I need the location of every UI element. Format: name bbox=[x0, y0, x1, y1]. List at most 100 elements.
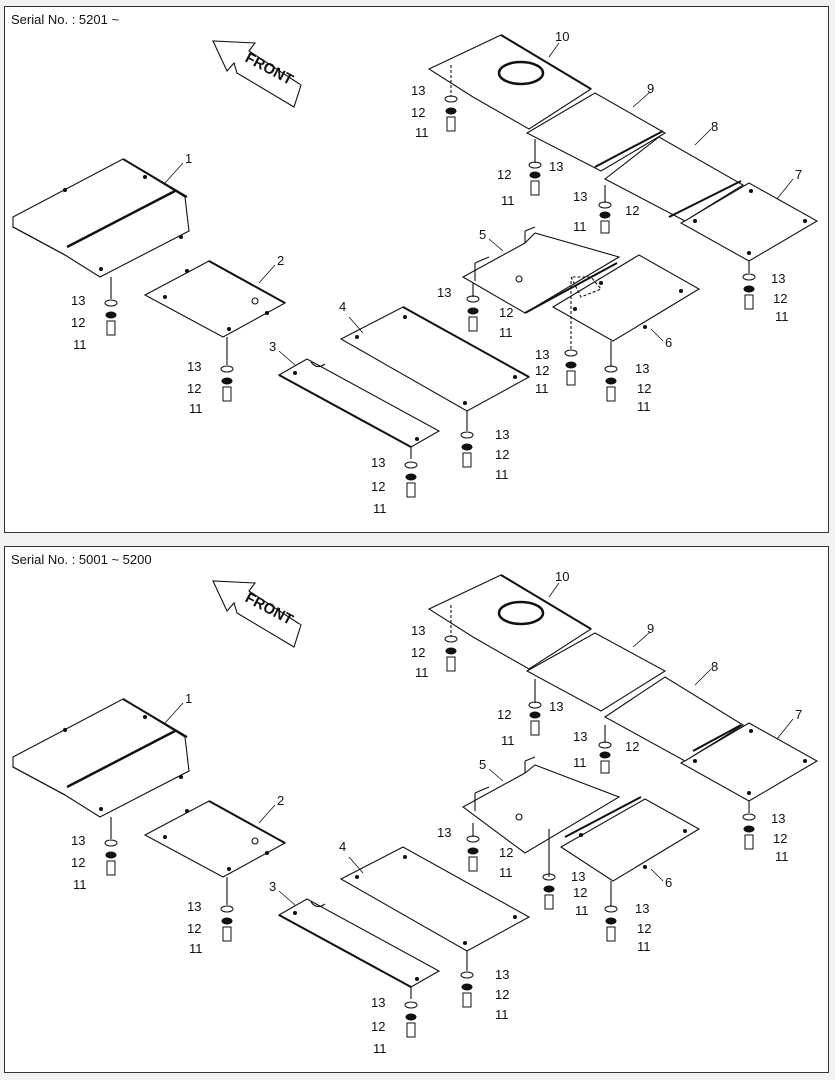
part-label-7: 7 bbox=[795, 167, 802, 182]
fastener-label-12: 12 bbox=[499, 845, 513, 860]
part-4-long-plate bbox=[339, 846, 531, 952]
fastener-label-11: 11 bbox=[495, 1007, 509, 1022]
fastener-label-11: 11 bbox=[775, 309, 789, 324]
part-10-top-plate bbox=[427, 34, 593, 130]
fastener-label-12: 12 bbox=[773, 831, 787, 846]
part-label-5: 5 bbox=[479, 757, 486, 772]
part-2-cover-plate bbox=[143, 260, 287, 338]
fastener-label-11: 11 bbox=[495, 467, 509, 482]
part-label-1: 1 bbox=[185, 691, 192, 706]
part-4-long-plate bbox=[339, 306, 531, 412]
fastener-label-12: 12 bbox=[495, 447, 509, 462]
part-label-6: 6 bbox=[665, 335, 672, 350]
fastener-label-11: 11 bbox=[573, 219, 587, 234]
part-number-labels: 1 2 3 4 5 6 7 8 9 10 bbox=[185, 29, 802, 354]
exploded-parts-diagram: FRONT bbox=[12, 29, 819, 516]
fastener-label-13: 13 bbox=[571, 869, 585, 884]
fastener-label-12: 12 bbox=[499, 305, 513, 320]
fastener-label-12: 12 bbox=[371, 1019, 385, 1034]
fastener-label-13: 13 bbox=[495, 967, 509, 982]
fastener-label-13: 13 bbox=[771, 271, 785, 286]
fastener-label-13: 13 bbox=[71, 293, 85, 308]
fastener-label-13: 13 bbox=[573, 189, 587, 204]
serial-number-label: Serial No. : 5201 ~ bbox=[11, 12, 120, 27]
part-label-9: 9 bbox=[647, 81, 654, 96]
part-label-2: 2 bbox=[277, 253, 284, 268]
fastener-label-13: 13 bbox=[535, 347, 549, 362]
fastener-label-12: 12 bbox=[411, 105, 425, 120]
fastener-label-12: 12 bbox=[573, 885, 587, 900]
fastener-label-11: 11 bbox=[373, 1041, 387, 1056]
front-arrow: FRONT bbox=[212, 40, 302, 108]
fastener-label-12: 12 bbox=[625, 203, 639, 218]
fastener-label-11: 11 bbox=[189, 941, 203, 956]
fastener-label-13: 13 bbox=[411, 623, 425, 638]
part-label-5: 5 bbox=[479, 227, 486, 242]
diagram-panel-upper: Serial No. : 5201 ~ FRONT bbox=[4, 6, 829, 533]
fastener-label-12: 12 bbox=[497, 167, 511, 182]
part-6-cover-plate bbox=[551, 254, 701, 349]
fastener-label-12: 12 bbox=[411, 645, 425, 660]
fastener-label-12: 12 bbox=[637, 381, 651, 396]
part-2-cover-plate bbox=[143, 800, 287, 878]
part-9-cover-plate bbox=[525, 92, 667, 172]
fastener-label-11: 11 bbox=[415, 125, 429, 140]
front-arrow: FRONT bbox=[212, 580, 302, 648]
fastener-label-11: 11 bbox=[499, 325, 513, 340]
serial-number-label: Serial No. : 5001 ~ 5200 bbox=[11, 552, 152, 567]
fastener-label-13: 13 bbox=[437, 825, 451, 840]
fastener-label-12: 12 bbox=[773, 291, 787, 306]
part-1-cover-plate bbox=[12, 698, 190, 818]
part-label-7: 7 bbox=[795, 707, 802, 722]
part-5-access-plate bbox=[461, 226, 621, 314]
part-6-cover-plate bbox=[548, 796, 701, 882]
part-label-2: 2 bbox=[277, 793, 284, 808]
fastener-label-11: 11 bbox=[501, 193, 515, 208]
fastener-label-12: 12 bbox=[497, 707, 511, 722]
fastener-label-11: 11 bbox=[415, 665, 429, 680]
fastener-label-11: 11 bbox=[499, 865, 513, 880]
fastener-label-11: 11 bbox=[373, 501, 387, 516]
fastener-stacks bbox=[104, 95, 756, 498]
fastener-label-12: 12 bbox=[71, 855, 85, 870]
part-number-labels: 1 2 3 4 5 6 7 8 9 10 bbox=[185, 569, 802, 894]
exploded-parts-diagram: FRONT bbox=[12, 569, 819, 1056]
part-3-strip-plate bbox=[277, 898, 441, 988]
fastener-label-13: 13 bbox=[635, 901, 649, 916]
fastener-label-11: 11 bbox=[189, 401, 203, 416]
fastener-label-13: 13 bbox=[371, 455, 385, 470]
part-7-cover-plate bbox=[679, 182, 819, 262]
part-label-8: 8 bbox=[711, 659, 718, 674]
fastener-number-labels: 13 12 11 13 12 11 13 12 11 13 12 11 13 1… bbox=[71, 83, 789, 516]
part-5-access-plate bbox=[461, 756, 621, 854]
fastener-label-13: 13 bbox=[495, 427, 509, 442]
part-7-cover-plate bbox=[679, 722, 819, 802]
part-label-3: 3 bbox=[269, 879, 276, 894]
fastener-number-labels: 13 12 11 13 12 11 13 12 11 13 12 11 13 1… bbox=[71, 623, 789, 1056]
part-1-cover-plate bbox=[12, 158, 190, 278]
fastener-label-13: 13 bbox=[635, 361, 649, 376]
fastener-label-13: 13 bbox=[549, 159, 563, 174]
fastener-label-12: 12 bbox=[187, 921, 201, 936]
diagram-panel-lower: Serial No. : 5001 ~ 5200 FRONT bbox=[4, 546, 829, 1073]
part-label-8: 8 bbox=[711, 119, 718, 134]
fastener-label-12: 12 bbox=[637, 921, 651, 936]
fastener-label-13: 13 bbox=[371, 995, 385, 1010]
part-10-top-plate bbox=[427, 574, 593, 670]
fastener-label-12: 12 bbox=[187, 381, 201, 396]
fastener-stacks bbox=[104, 635, 756, 1038]
part-label-6: 6 bbox=[665, 875, 672, 890]
part-label-9: 9 bbox=[647, 621, 654, 636]
fastener-label-11: 11 bbox=[501, 733, 515, 748]
fastener-label-12: 12 bbox=[371, 479, 385, 494]
part-label-10: 10 bbox=[555, 29, 569, 44]
fastener-label-13: 13 bbox=[549, 699, 563, 714]
fastener-label-13: 13 bbox=[187, 359, 201, 374]
fastener-label-13: 13 bbox=[437, 285, 451, 300]
fastener-label-13: 13 bbox=[411, 83, 425, 98]
part-label-4: 4 bbox=[339, 299, 346, 314]
part-label-3: 3 bbox=[269, 339, 276, 354]
fastener-label-11: 11 bbox=[73, 337, 87, 352]
part-label-10: 10 bbox=[555, 569, 569, 584]
part-9-cover-plate bbox=[525, 632, 667, 712]
